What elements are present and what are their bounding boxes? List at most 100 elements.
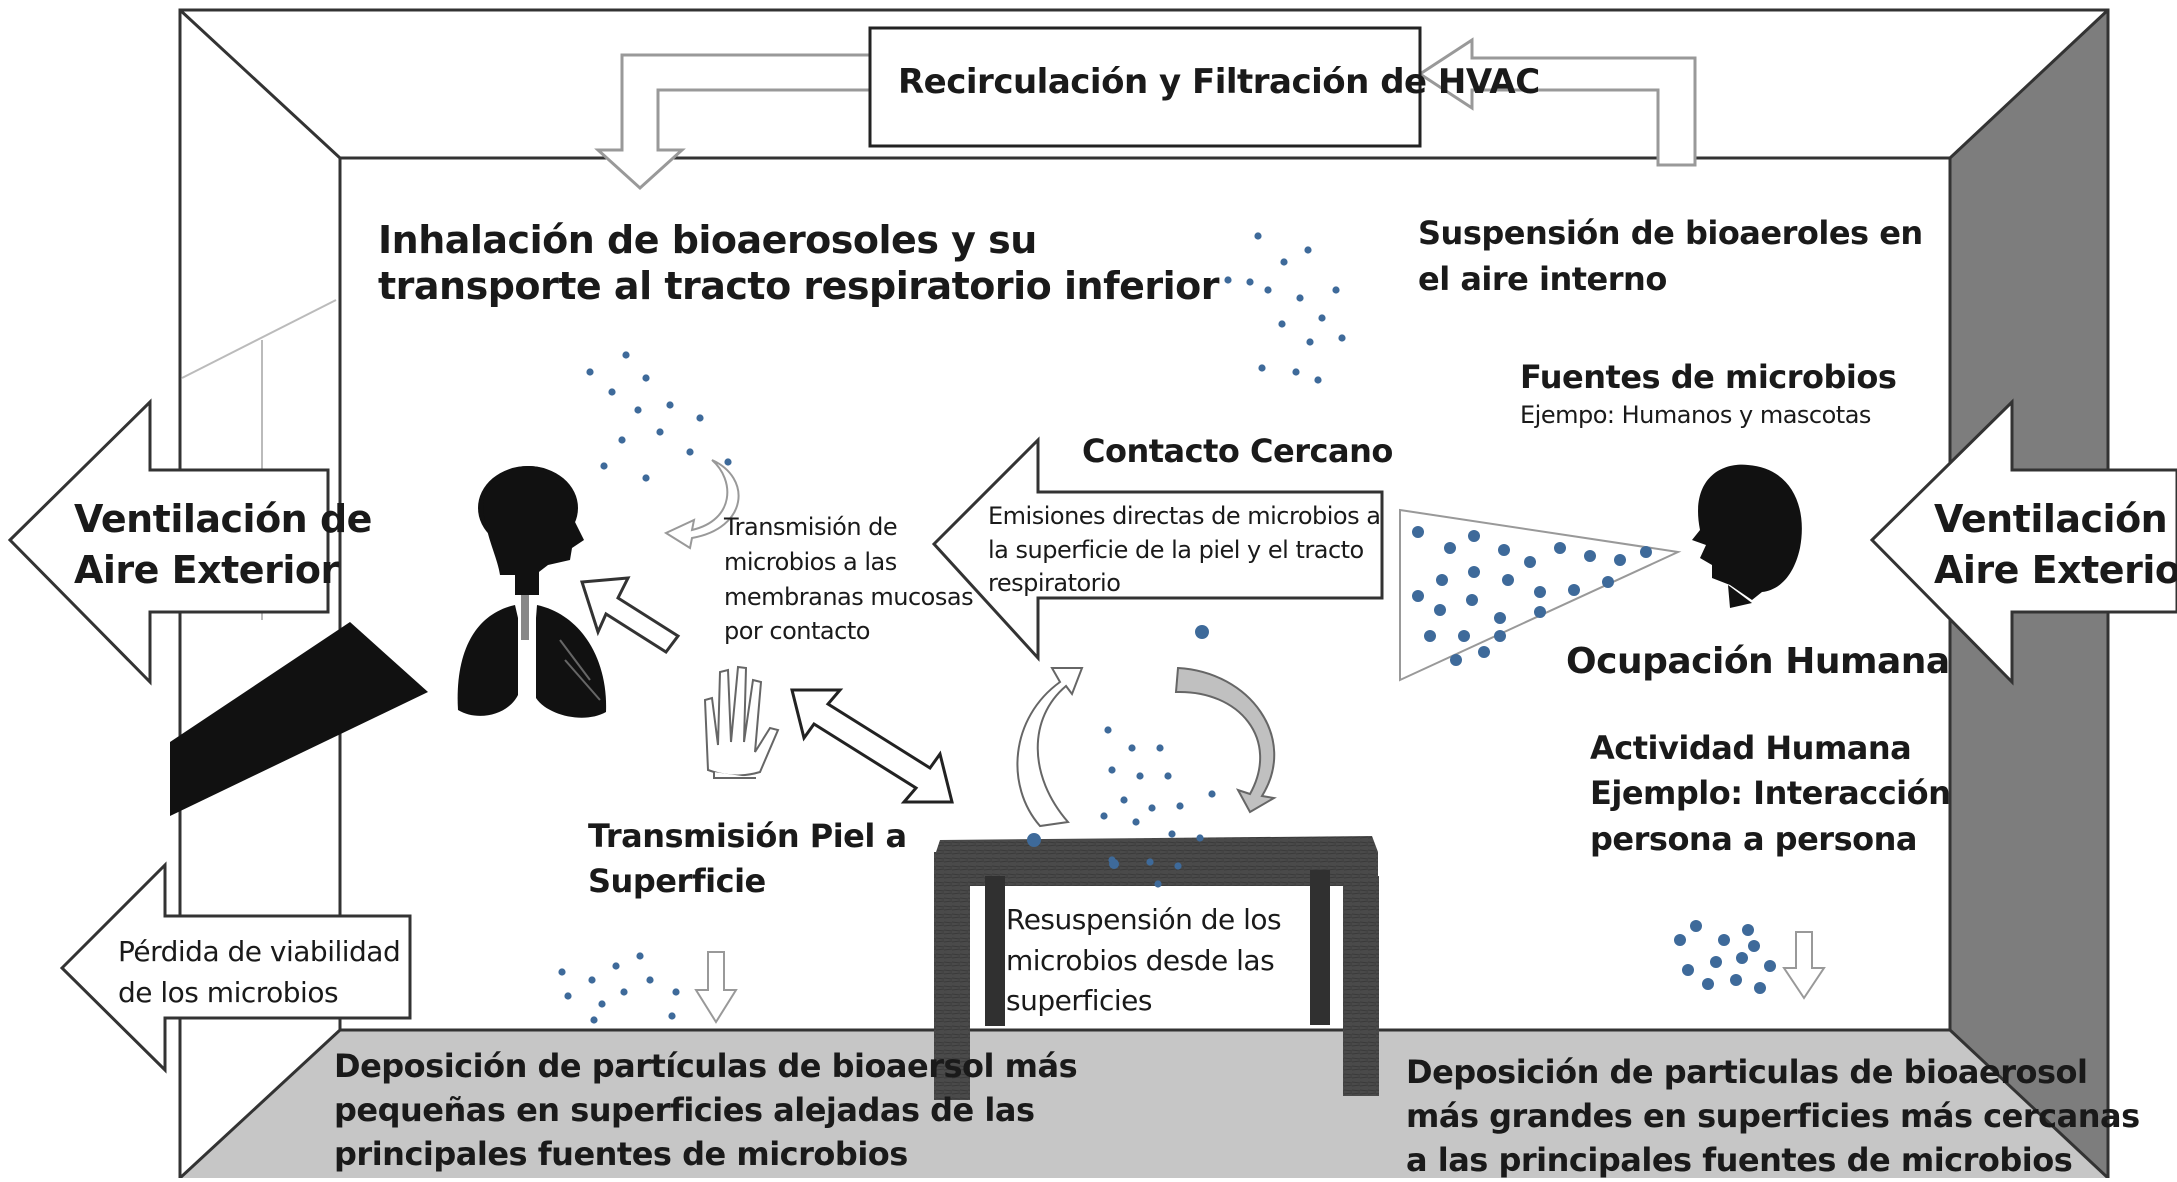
resuspension-label: Resuspensión de los microbios desde las … bbox=[1006, 900, 1282, 1022]
microbe-dot bbox=[1424, 630, 1436, 642]
hand-icon bbox=[703, 665, 780, 779]
microbe-dot bbox=[656, 428, 664, 436]
microbe-dot bbox=[1494, 630, 1506, 642]
resuspension-arrow-right bbox=[1174, 666, 1277, 814]
microbe-dot bbox=[1296, 294, 1304, 302]
hvac-arrows bbox=[594, 37, 1697, 191]
dark-bar bbox=[170, 622, 428, 816]
mucosal-line-2: microbios a las bbox=[724, 547, 897, 576]
microbe-dot bbox=[1278, 320, 1286, 328]
direct-emissions-line-2: la superficie de la piel y el tracto bbox=[988, 535, 1364, 564]
viability-line-1: Pérdida de viabilidad bbox=[118, 935, 401, 968]
microbe-dot bbox=[1568, 584, 1580, 596]
direct-emissions-line-1: Emisiones directas de microbios a bbox=[988, 502, 1381, 530]
microbe-dot bbox=[1468, 530, 1480, 542]
microbe-dot bbox=[1682, 964, 1694, 976]
skin-surface-label: Transmisión Piel a Superficie bbox=[588, 814, 907, 905]
close-contact-arrow bbox=[931, 436, 1384, 662]
microbe-dot bbox=[724, 458, 732, 466]
microbe-dot bbox=[1450, 654, 1462, 666]
sources-title: Fuentes de microbios bbox=[1520, 358, 1897, 396]
deposition-large-line-2: más grandes en superficies más cercanas bbox=[1406, 1097, 2140, 1136]
ventilation-left-arrow bbox=[7, 398, 330, 686]
microbe-dots bbox=[558, 232, 1776, 1024]
microbe-dot bbox=[1136, 772, 1144, 780]
microbe-dot bbox=[1640, 546, 1652, 558]
microbe-dot bbox=[1494, 612, 1506, 624]
viability-label: Pérdida de viabilidad de los microbios bbox=[118, 932, 401, 1013]
microbe-dot bbox=[598, 1000, 606, 1008]
skin-surface-line-1: Transmisión Piel a bbox=[588, 817, 907, 855]
microbe-dot bbox=[1412, 590, 1424, 602]
microbe-dot bbox=[1748, 940, 1760, 952]
microbe-dot bbox=[564, 992, 572, 1000]
microbe-dot bbox=[1154, 880, 1162, 888]
microbe-dot bbox=[1434, 604, 1446, 616]
microbe-dot bbox=[1466, 594, 1478, 606]
microbe-dot bbox=[622, 351, 630, 359]
microbe-dot bbox=[1304, 246, 1312, 254]
ventilation-right-arrow bbox=[1869, 398, 2177, 686]
microbe-dot bbox=[586, 368, 594, 376]
floor bbox=[180, 1030, 2108, 1178]
mucosal-line-4: por contacto bbox=[724, 617, 870, 646]
microbe-dot bbox=[1156, 744, 1164, 752]
microbe-dot bbox=[1690, 920, 1702, 932]
microbe-dot bbox=[620, 988, 628, 996]
suspension-label: Suspensión de bioaeroles en el aire inte… bbox=[1418, 210, 1923, 303]
suspension-line-1: Suspensión de bioaeroles en bbox=[1418, 214, 1923, 252]
microbe-dot bbox=[666, 401, 674, 409]
direct-emissions-label: Emisiones directas de microbios a la sup… bbox=[988, 500, 1381, 601]
microbe-dot bbox=[642, 374, 650, 382]
deposition-small-line-2: pequeñas en superficies alejadas de las bbox=[334, 1091, 1035, 1130]
ventilation-right-line-2: Aire Exterior bbox=[1934, 548, 2177, 593]
deposition-large-label: Deposición de particulas de bioaerosol m… bbox=[1406, 1050, 2140, 1182]
microbe-dot bbox=[1254, 232, 1262, 240]
microbe-dot bbox=[1246, 278, 1254, 286]
microbe-dot bbox=[1280, 258, 1288, 266]
sources-example: Ejempo: Humanos y mascotas bbox=[1520, 401, 1871, 429]
direct-emissions-line-3: respiratorio bbox=[988, 569, 1121, 598]
microbe-dot bbox=[1754, 982, 1766, 994]
microbe-dot bbox=[618, 436, 626, 444]
microbe-dot bbox=[1742, 924, 1754, 936]
inhalation-line-2: transporte al tracto respiratorio inferi… bbox=[378, 263, 1220, 308]
microbe-dot bbox=[1718, 934, 1730, 946]
microbe-dot bbox=[1702, 978, 1714, 990]
viability-line-2: de los microbios bbox=[118, 975, 339, 1009]
microbe-dot bbox=[1264, 286, 1272, 294]
microbe-dot bbox=[1764, 960, 1776, 972]
microbe-dot bbox=[1168, 830, 1176, 838]
microbe-dot bbox=[1584, 550, 1596, 562]
viability-arrow bbox=[59, 861, 412, 1074]
microbe-dot bbox=[1120, 796, 1128, 804]
deposition-arrow-right bbox=[1782, 931, 1826, 1000]
resuspension-arrow-left bbox=[1016, 667, 1084, 828]
occupation-label: Ocupación Humana bbox=[1566, 641, 1950, 682]
microbe-dot bbox=[1478, 646, 1490, 658]
microbe-dot bbox=[686, 448, 694, 456]
close-contact-label: Contacto Cercano bbox=[1082, 432, 1393, 470]
activity-label: Actividad Humana Ejemplo: Interacción pe… bbox=[1590, 726, 1951, 862]
deposition-small-line-1: Deposición de partículas de bioaersol má… bbox=[334, 1047, 1078, 1085]
microbe-dot bbox=[1710, 956, 1722, 968]
microbe-dot bbox=[1314, 376, 1322, 384]
activity-line-3: persona a persona bbox=[1590, 819, 1917, 858]
deposition-small-label: Deposición de partículas de bioaersol má… bbox=[334, 1044, 1078, 1176]
ventilation-right-label: Ventilación de Aire Exterior bbox=[1934, 494, 2177, 597]
lungs-head-icon bbox=[457, 465, 607, 718]
microbe-dot bbox=[1146, 858, 1154, 866]
table-icon bbox=[934, 836, 1379, 1100]
mucosal-curve-arrow bbox=[663, 459, 740, 550]
microbe-dot bbox=[558, 968, 566, 976]
microbe-dot bbox=[612, 962, 620, 970]
microbe-dot bbox=[1195, 625, 1209, 639]
microbe-dot bbox=[1132, 818, 1140, 826]
skin-surface-double-arrow bbox=[790, 688, 954, 804]
deposition-small-line-3: principales fuentes de microbios bbox=[334, 1135, 908, 1174]
microbe-dot bbox=[1444, 542, 1456, 554]
microbe-dot bbox=[1338, 334, 1346, 342]
microbe-dot bbox=[1292, 368, 1300, 376]
microbe-dot bbox=[1412, 526, 1424, 538]
